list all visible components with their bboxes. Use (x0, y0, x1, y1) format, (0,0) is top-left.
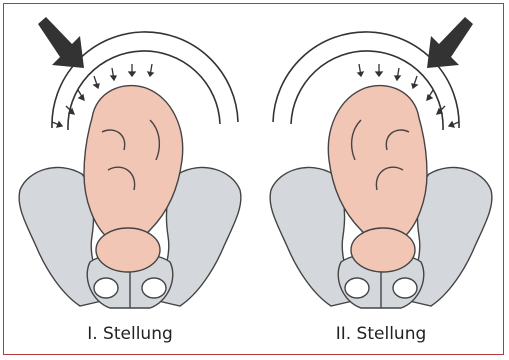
panel-first-position (10, 10, 250, 320)
fetus-shape (84, 86, 183, 272)
caption-second-position: II. Stellung (261, 324, 501, 344)
figure-frame: I. Stellung (3, 3, 504, 355)
caption-first-position: I. Stellung (10, 324, 250, 344)
fetus-shape (328, 86, 427, 272)
illustration-second-position (261, 10, 501, 320)
illustration-first-position (10, 10, 250, 320)
panel-second-position (261, 10, 501, 320)
